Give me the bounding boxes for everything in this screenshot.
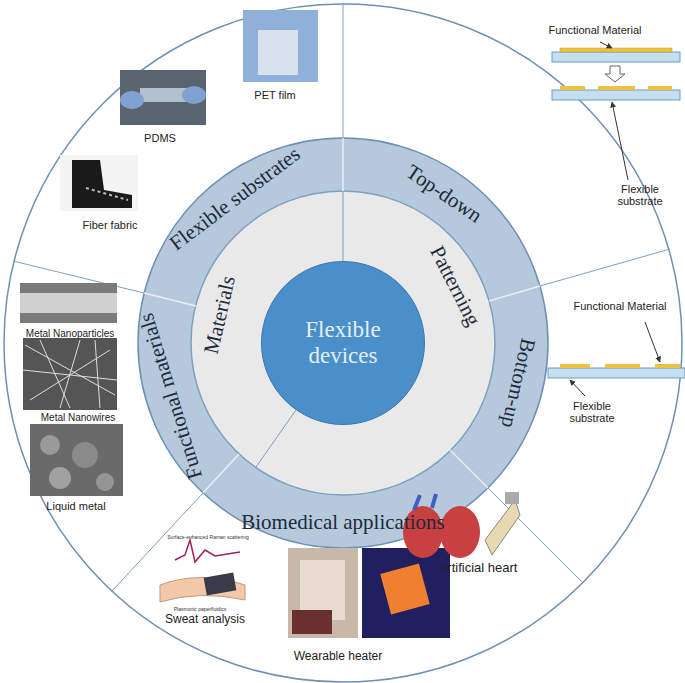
wearable-heater-photo [288,548,450,638]
photo-caption: Fiber fabric [82,219,137,231]
sweat-analysis-illustration [160,540,245,602]
center-circle: Flexible devices [261,261,425,425]
inset-text: Plasmonic paperfluidics [174,607,227,613]
callout-label: Functional Material [548,24,643,36]
top-down-process [552,42,680,180]
photo-caption: Metal Nanoparticles [26,328,114,339]
inner-ring [191,191,495,495]
photo-caption: Liquid metal [46,500,105,512]
ring-label: Biomedical applications [241,511,445,534]
pet-film-photo [243,10,318,82]
callout-label: Functional Material [573,300,668,312]
photo-caption: Sweat analysis [165,613,245,626]
inset-text: Surface-enhanced Raman scattering [167,535,248,541]
ring-dividers [144,138,540,493]
photo-caption: PET film [254,89,295,101]
metal-nanowires-sem [23,338,117,410]
bottom-up-process [548,322,685,396]
outer-ring [4,4,682,682]
callout-label: Flexible substrate [552,400,632,424]
pdms-photo [120,70,206,125]
photo-caption: Wearable heater [294,650,383,663]
photo-caption: PDMS [144,132,176,144]
liquid-metal-sem [30,424,123,496]
photo-caption: Artificial heart [439,561,518,575]
photo-caption: Metal Nanowires [41,412,115,423]
callout-label: Flexible substrate [600,183,680,207]
metal-nanoparticles-sem [20,283,117,323]
fiber-fabric-photo [60,155,138,211]
node-text: Flexible devices [288,317,398,370]
middle-ring [138,138,548,548]
